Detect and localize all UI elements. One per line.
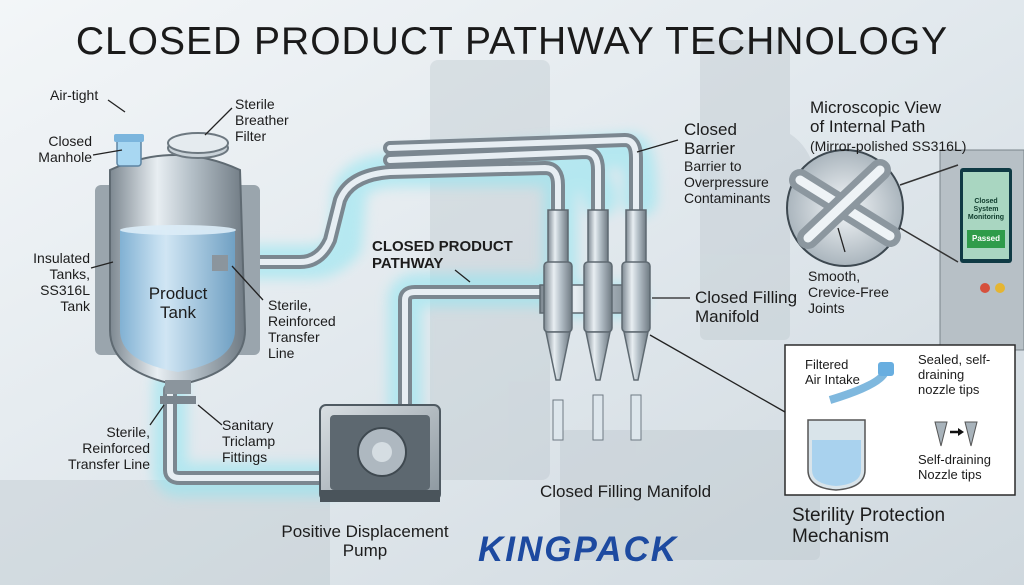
- closed-barrier-label: Closed Barrier: [684, 120, 737, 158]
- page-title: CLOSED PRODUCT PATHWAY TECHNOLOGY: [75, 20, 949, 63]
- panel-monitoring-text: Closed System Monitoring: [967, 198, 1005, 221]
- panel-status-badge: Passed: [971, 234, 1001, 243]
- sterility-box: [784, 344, 1016, 496]
- kingpack-logo: KINGPACK: [478, 530, 679, 569]
- sterile-transfer-line-mid-label: Sterile, Reinforced Transfer Line: [268, 297, 336, 361]
- filling-manifold: [539, 209, 651, 441]
- pump-label: Positive Displacement Pump: [281, 522, 449, 560]
- product-tank-label: Product Tank: [148, 284, 208, 322]
- insulated-tanks-label: Insulated Tanks, SS316L Tank: [33, 250, 90, 314]
- microscopic-view-title: Microscopic View of Internal Path: [810, 98, 942, 136]
- sanitary-triclamp-label: Sanitary Triclamp Fittings: [222, 417, 276, 465]
- barrier-overpressure-label: Barrier to Overpressure Contaminants: [684, 158, 771, 206]
- sterile-breather-filter-label: Sterile Breather Filter: [235, 96, 289, 144]
- displacement-pump: [319, 404, 441, 502]
- leader-lines: [90, 99, 846, 426]
- sterile-transfer-line-left-label: Sterile, Reinforced Transfer Line: [68, 424, 150, 472]
- microscopic-view-subtitle: (Mirror-polished SS316L): [810, 138, 967, 154]
- closed-filling-manifold-bottom-label: Closed Filling Manifold: [540, 482, 712, 501]
- microscopic-view: [786, 149, 959, 267]
- self-draining-tips-label: Self-draining Nozzle tips: [918, 452, 991, 482]
- filtered-air-intake-label: Filtered Air Intake: [805, 357, 860, 387]
- closed-manhole-label: Closed Manhole: [38, 133, 92, 165]
- control-panel: [939, 149, 1024, 351]
- air-tight-label: Air-tight: [50, 87, 99, 103]
- transfer-pipes: [163, 133, 643, 485]
- sealed-nozzle-tips-label: Sealed, self- draining nozzle tips: [918, 352, 991, 397]
- closed-product-pathway-label: CLOSED PRODUCT PATHWAY: [372, 238, 513, 272]
- crevice-free-joints-label: Smooth, Crevice-Free Joints: [808, 268, 889, 316]
- product-tank: [95, 132, 260, 404]
- sterility-mechanism-title: Sterility Protection Mechanism: [792, 505, 946, 547]
- closed-filling-manifold-right-label: Closed Filling Manifold: [695, 288, 798, 326]
